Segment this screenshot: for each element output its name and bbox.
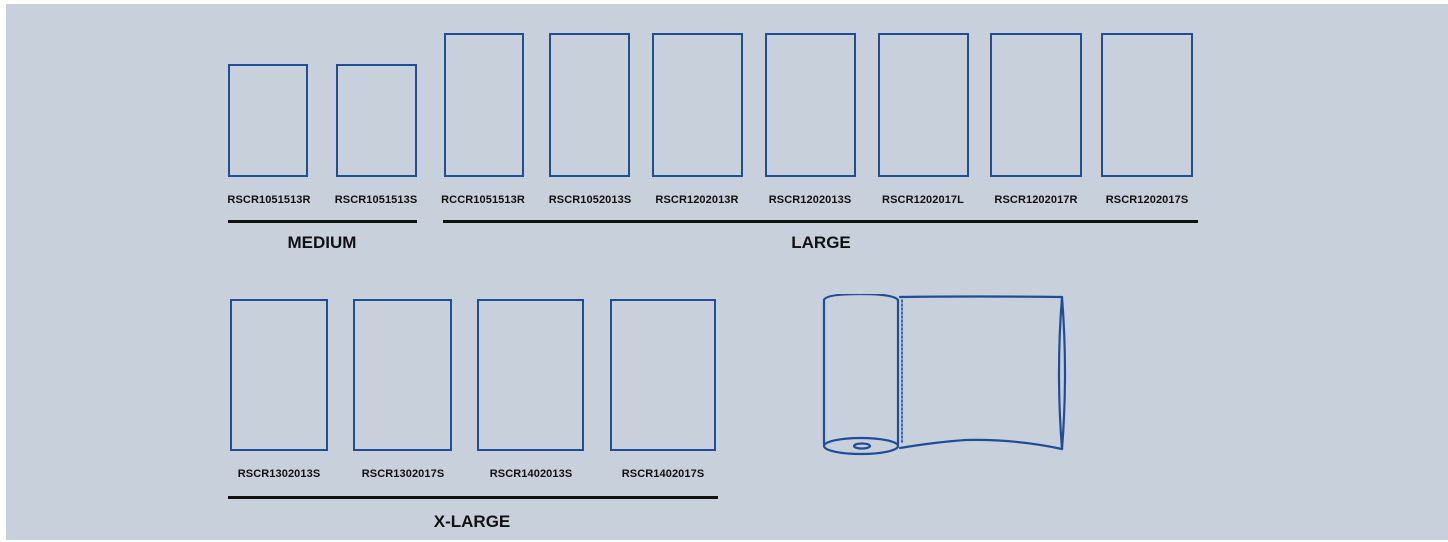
bag-outline-medium-1 [228, 64, 308, 177]
group-title-medium: MEDIUM [288, 233, 357, 253]
bag-outline-xlarge-2 [353, 299, 452, 451]
group-title-xlarge: X-LARGE [434, 512, 511, 532]
product-code: RSCR1202017L [882, 194, 964, 206]
product-code: RSCR1402013S [490, 468, 573, 480]
bag-outline-xlarge-4 [610, 299, 716, 451]
bag-outline-large-5 [878, 33, 969, 177]
group-underline-large [443, 220, 1198, 223]
product-code: RSCR1051513R [227, 194, 310, 206]
bag-outline-large-6 [990, 33, 1082, 177]
product-code: RSCR1202017S [1106, 194, 1189, 206]
bag-outline-medium-2 [336, 64, 417, 177]
product-code: RSCR1202013R [655, 194, 738, 206]
product-code: RSCR1202013S [769, 194, 852, 206]
group-title-large: LARGE [791, 233, 851, 253]
bag-outline-large-7 [1101, 33, 1193, 177]
product-code: RSCR1302013S [238, 468, 321, 480]
product-code: RSCR1051513S [335, 194, 418, 206]
product-code: RSCR1202017R [994, 194, 1077, 206]
bag-outline-large-1 [444, 33, 524, 177]
bag-roll-icon [816, 294, 1072, 464]
product-code: RSCR1402017S [622, 468, 705, 480]
bag-outline-large-2 [549, 33, 630, 177]
bag-outline-xlarge-3 [477, 299, 584, 451]
bag-outline-large-4 [765, 33, 856, 177]
product-size-diagram: RSCR1051513R RSCR1051513S MEDIUM RCCR105… [6, 4, 1448, 540]
bag-outline-large-3 [652, 33, 743, 177]
bag-outline-xlarge-1 [230, 299, 328, 451]
product-code: RSCR1052013S [549, 194, 632, 206]
product-code: RSCR1302017S [362, 468, 445, 480]
group-underline-xlarge [228, 496, 718, 499]
product-code: RCCR1051513R [441, 194, 525, 206]
group-underline-medium [228, 220, 417, 223]
